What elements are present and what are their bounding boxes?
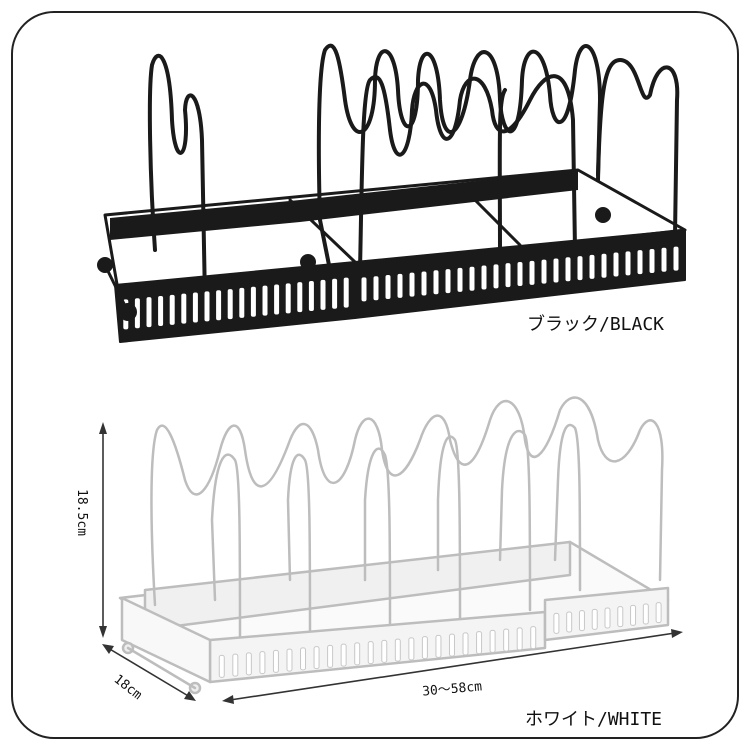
white-variant-label: ホワイト/WHITE [525,709,663,730]
slot [655,602,662,624]
frame-border [11,11,739,739]
slot [517,262,523,286]
slot [469,266,475,291]
slot [589,254,595,279]
slot [578,610,585,632]
slot [553,612,560,634]
slot [421,636,428,660]
slot [642,603,649,625]
slot [232,653,239,677]
slot [457,267,463,292]
slot [385,275,391,300]
slot [613,252,619,277]
slot [245,652,252,676]
slot [541,259,547,284]
slot [566,611,573,633]
slot [381,639,388,663]
slot [435,634,442,658]
slot [625,251,631,276]
slot [433,270,439,295]
dimension-arrows [99,422,683,704]
slot [373,276,379,301]
slot [408,637,415,661]
slot [637,250,643,275]
slot [343,277,349,308]
slot [448,633,455,657]
slot [530,626,537,650]
slot [397,273,403,298]
slot [367,641,374,665]
slot [192,292,198,323]
slot [630,604,637,626]
slot [239,287,245,318]
white-rack [118,396,670,695]
slot [274,284,280,315]
slot [327,644,334,668]
slot [529,260,535,285]
slot [286,648,293,672]
slot [617,606,624,628]
slot [649,248,655,273]
slot [134,298,140,329]
slot [553,258,559,283]
slot [218,654,225,678]
slot [591,608,598,630]
slot [259,651,266,675]
slot [169,294,175,325]
slot [445,269,451,294]
slot [462,632,469,656]
slot [313,646,320,670]
slot [394,638,401,662]
slot [340,643,347,667]
slot [354,642,361,666]
slot [204,291,210,322]
slot [300,647,307,671]
slot [308,281,314,312]
slot [516,627,523,651]
black-rack [97,43,687,343]
slot [146,297,152,328]
slot [272,649,279,673]
slot [577,256,583,281]
slot [158,295,164,326]
slot [673,246,679,271]
slot [216,290,222,321]
slot [565,257,571,282]
slot [601,253,607,278]
slot [250,286,256,317]
slot [320,279,326,310]
slot [409,272,415,297]
slot [285,283,291,314]
slot [604,607,611,629]
slot [227,289,233,320]
slot [421,271,427,296]
slot [181,293,187,324]
slot [297,282,303,313]
slot [493,264,499,289]
slot [503,628,510,652]
black-variant-label: ブラック/BLACK [527,314,665,335]
slot [505,263,511,288]
slot [361,277,367,302]
slot [262,285,268,316]
slot [332,278,338,309]
slot [476,631,483,655]
height-dimension-label: 18.5cm [73,489,89,536]
slot [481,265,487,290]
slot [661,247,667,272]
slot [489,629,496,653]
